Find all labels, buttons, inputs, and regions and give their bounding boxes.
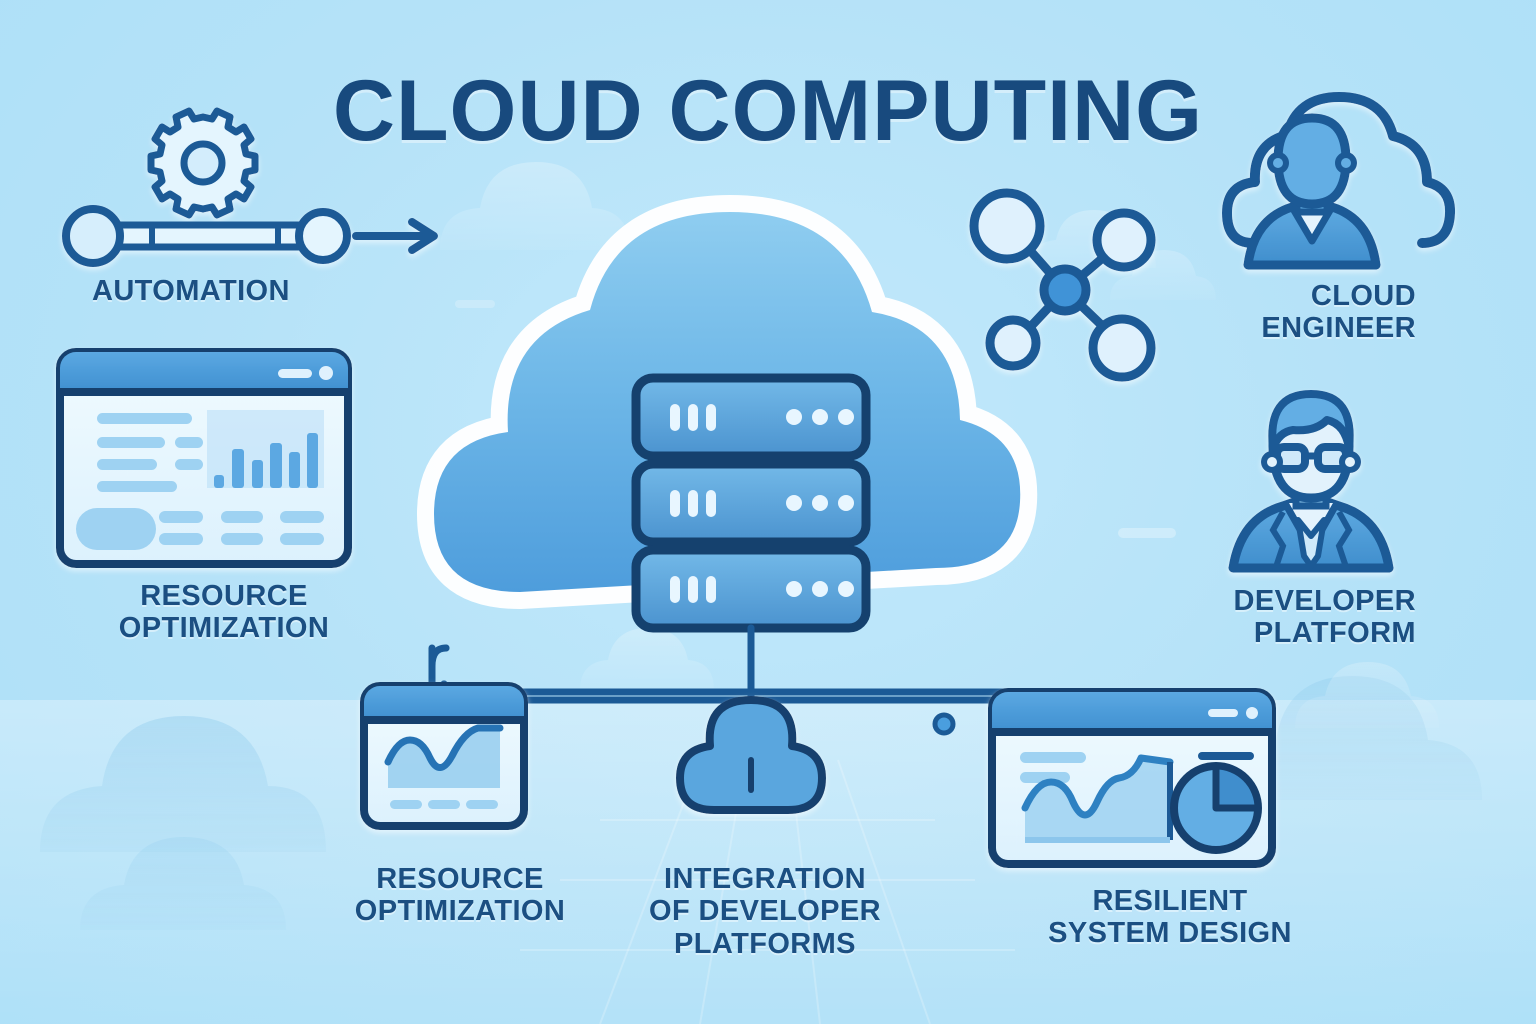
decorative-ring-dot bbox=[932, 712, 956, 736]
cloud-person-icon bbox=[1222, 92, 1456, 270]
placeholder-text-lines bbox=[97, 413, 203, 492]
background-grid bbox=[520, 759, 1015, 1024]
cloud-server-stack-icon bbox=[417, 195, 1038, 633]
label-integration-developer-platforms: INTEGRATION OF DEVELOPER PLATFORMS bbox=[649, 863, 881, 960]
page-title: CLOUD COMPUTING bbox=[332, 63, 1204, 159]
label-automation: AUTOMATION bbox=[92, 275, 290, 307]
placeholder-text-lines bbox=[1020, 752, 1086, 783]
window-area-chart-icon bbox=[360, 682, 528, 830]
label-resource-optimization-left: RESOURCE OPTIMIZATION bbox=[118, 580, 330, 645]
label-resilient-system-design: RESILIENT SYSTEM DESIGN bbox=[1048, 885, 1292, 950]
network-hub-center bbox=[1039, 264, 1091, 316]
server-rack-unit bbox=[631, 373, 871, 461]
network-node bbox=[1092, 208, 1156, 272]
network-node bbox=[969, 188, 1045, 264]
dashboard-bar-chart-window-icon bbox=[56, 348, 352, 568]
server-rack-unit bbox=[631, 545, 871, 633]
label-resource-optimization-bottom: RESOURCE OPTIMIZATION bbox=[354, 863, 566, 928]
pie-chart-icon bbox=[1170, 762, 1262, 854]
arrow-right-icon bbox=[352, 218, 438, 254]
automation-pipeline-gear-icon bbox=[62, 107, 438, 267]
network-node bbox=[985, 315, 1041, 371]
server-rack-unit bbox=[631, 459, 871, 547]
server-rack-group bbox=[631, 373, 871, 633]
placeholder-text-lines bbox=[390, 800, 498, 809]
small-cloud-node-icon bbox=[676, 696, 826, 814]
window-area-chart-pie-icon bbox=[988, 688, 1276, 868]
network-hub-nodes-icon bbox=[969, 188, 1156, 382]
bar-series bbox=[214, 433, 318, 488]
developer-person-glasses-icon bbox=[1228, 390, 1394, 573]
label-developer-platform: DEVELOPER PLATFORM bbox=[1233, 585, 1416, 650]
network-node bbox=[1088, 314, 1156, 382]
label-cloud-engineer: CLOUD ENGINEER bbox=[1261, 280, 1416, 345]
